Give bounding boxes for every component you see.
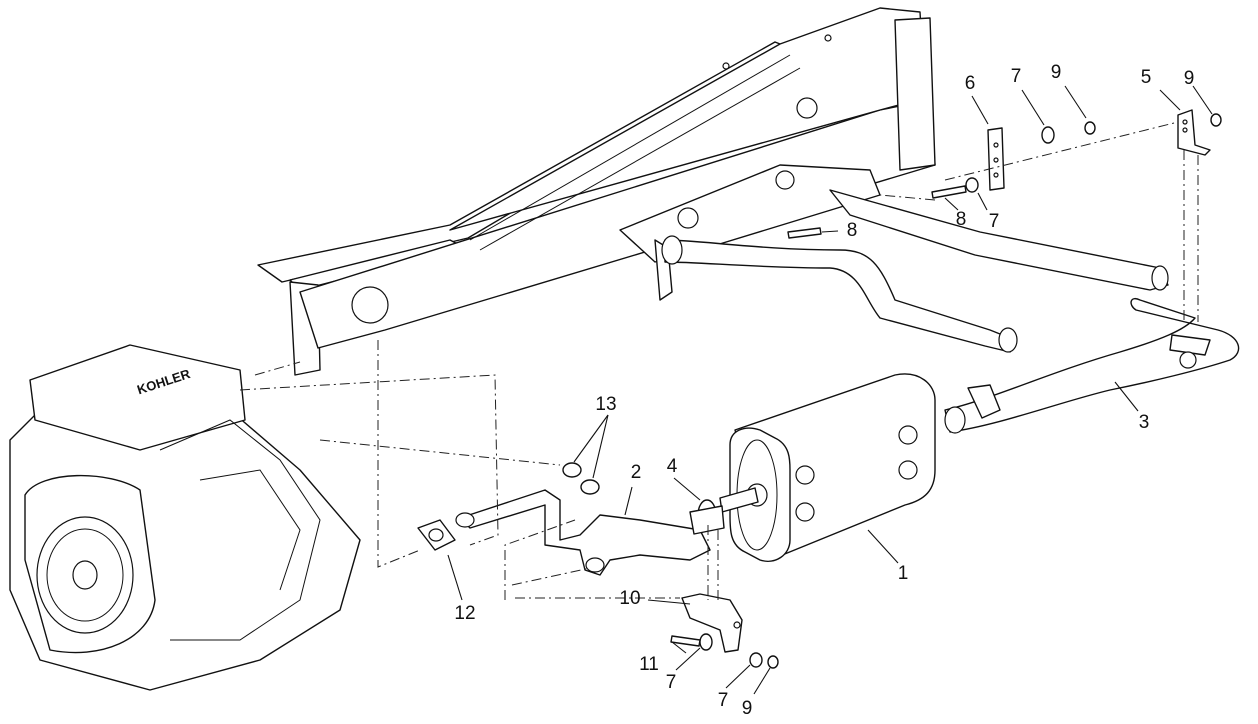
flange-nuts	[562, 462, 600, 495]
callout-6: 6	[965, 73, 976, 94]
muffler-bracket	[681, 593, 743, 653]
hanger-bracket	[1177, 109, 1211, 156]
gasket	[417, 519, 456, 551]
callout-7-lower-right: 7	[718, 690, 729, 711]
callout-2: 2	[631, 462, 642, 483]
tailpipe	[944, 298, 1240, 434]
callout-12: 12	[454, 603, 475, 624]
callout-labels: 1 2 3 4 5 6 7 7 7 7 8 8 9 9 9 10 11 12 1…	[454, 62, 1194, 719]
leader-lines	[447, 85, 1213, 695]
callout-11: 11	[639, 654, 659, 675]
washers-and-nuts	[699, 113, 1222, 669]
callout-9-right: 9	[1184, 68, 1195, 89]
callout-10: 10	[619, 588, 640, 609]
spacer-plate	[987, 127, 1005, 191]
engine: KOHLER	[9, 344, 361, 691]
exhaust-pipe	[455, 489, 711, 576]
callout-7-top: 7	[1011, 66, 1022, 87]
callout-5: 5	[1141, 67, 1152, 88]
callout-1: 1	[898, 563, 909, 584]
callout-7-mid: 7	[989, 211, 1000, 232]
callout-8-mid: 8	[956, 209, 967, 230]
callout-4: 4	[667, 456, 678, 477]
callout-8-upper: 8	[847, 220, 858, 241]
callout-9-top: 9	[1051, 62, 1062, 83]
callout-3: 3	[1139, 412, 1150, 433]
callout-7-lower-left: 7	[666, 672, 677, 693]
callout-13: 13	[595, 394, 616, 415]
exhaust-clamp	[689, 499, 725, 535]
callout-9-bottom: 9	[742, 698, 753, 719]
bolts	[670, 185, 967, 647]
assembly-lines	[239, 121, 1199, 600]
rear-tube-frame	[619, 164, 1169, 353]
frame-rail	[257, 7, 936, 376]
muffler	[719, 373, 936, 562]
